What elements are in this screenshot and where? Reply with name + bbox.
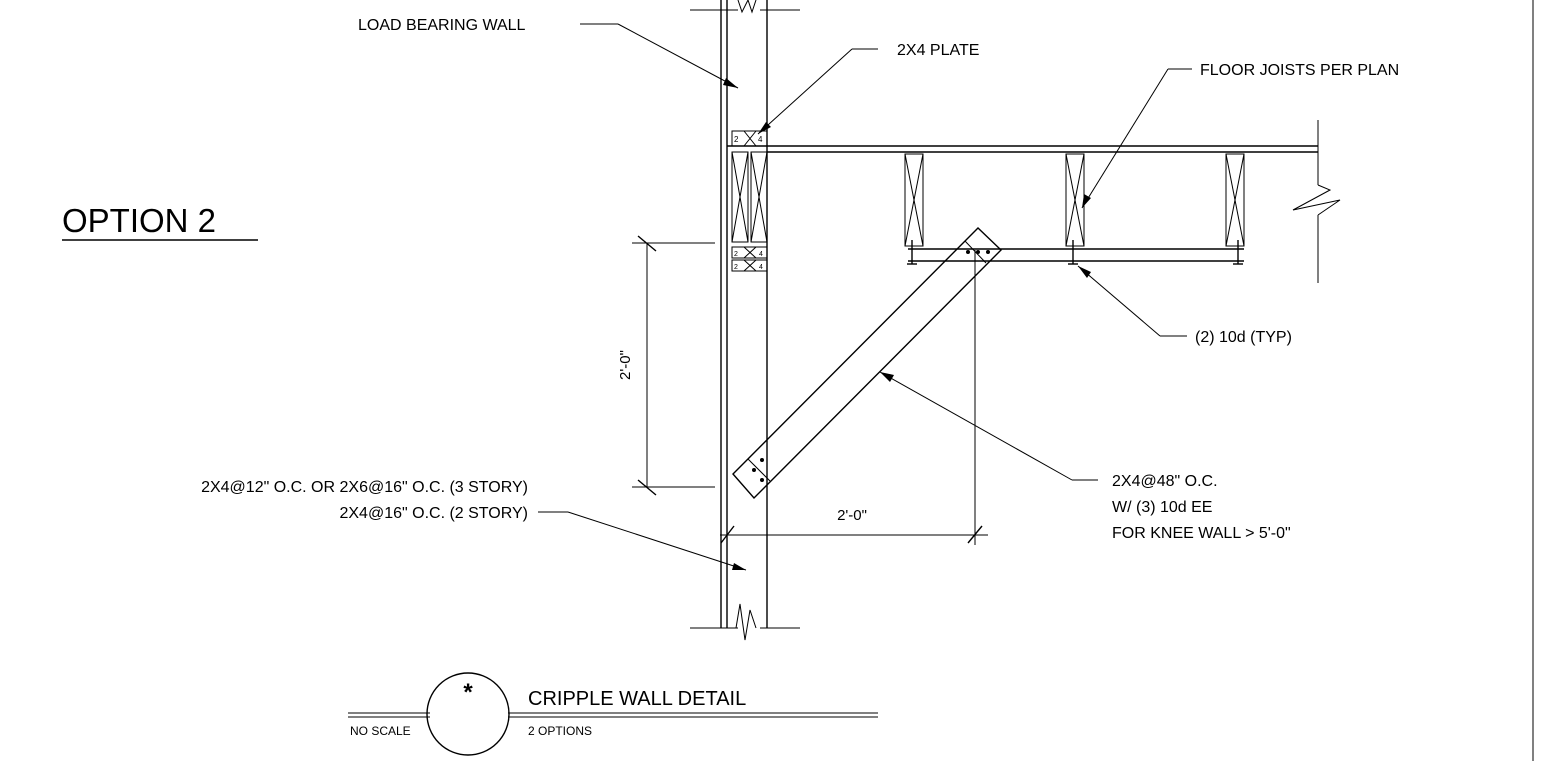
detail-title-block: * CRIPPLE WALL DETAIL 2 OPTIONS NO SCALE <box>348 672 878 756</box>
studs-label-line1: 2X4@12" O.C. OR 2X6@16" O.C. (3 STORY) <box>201 479 528 496</box>
nails-label: (2) 10d (TYP) <box>1195 329 1292 346</box>
option-label: OPTION 2 <box>62 202 216 239</box>
wall-blocking <box>731 151 768 243</box>
svg-text:2: 2 <box>734 264 738 271</box>
load-bearing-wall <box>690 0 800 641</box>
plate-label: 2X4 PLATE <box>897 42 979 59</box>
option-heading: OPTION 2 <box>62 202 258 241</box>
svg-text:2: 2 <box>734 251 738 258</box>
plate-tag-b: 4 <box>758 135 763 144</box>
floor-joists-label: FLOOR JOISTS PER PLAN <box>1200 62 1399 79</box>
svg-text:4: 4 <box>759 264 763 271</box>
callout-nails: (2) 10d (TYP) <box>1077 265 1292 346</box>
plate-tag-a: 2 <box>734 135 739 144</box>
callout-studs: 2X4@12" O.C. OR 2X6@16" O.C. (3 STORY) 2… <box>201 479 747 571</box>
horizontal-dimension-label: 2'-0" <box>837 507 867 524</box>
detail-subtitle: 2 OPTIONS <box>528 724 592 738</box>
callout-load-bearing-wall: LOAD BEARING WALL <box>358 17 739 89</box>
svg-text:4: 4 <box>759 251 763 258</box>
horizontal-dimension: 2'-0" <box>720 250 988 545</box>
brace-label-line3: FOR KNEE WALL > 5'-0" <box>1112 525 1291 542</box>
knee-brace <box>732 227 1003 500</box>
vertical-dimension-label: 2'-0" <box>617 350 634 380</box>
top-plate: 2 4 <box>731 130 768 147</box>
vertical-dimension: 2'-0" <box>617 235 715 496</box>
detail-name: CRIPPLE WALL DETAIL <box>528 688 746 710</box>
detail-bubble <box>426 672 510 756</box>
callout-floor-joists: FLOOR JOISTS PER PLAN <box>1081 62 1399 209</box>
double-plate: 2 4 2 4 <box>731 246 768 272</box>
detail-marker: * <box>463 679 473 706</box>
callout-plate: 2X4 PLATE <box>757 42 979 135</box>
studs-label-line2: 2X4@16" O.C. (2 STORY) <box>339 505 528 522</box>
load-bearing-wall-label: LOAD BEARING WALL <box>358 17 526 34</box>
callout-brace: 2X4@48" O.C. W/ (3) 10d EE FOR KNEE WALL… <box>879 371 1291 542</box>
brace-label-line1: 2X4@48" O.C. <box>1112 473 1218 490</box>
brace-label-line2: W/ (3) 10d EE <box>1112 499 1212 516</box>
floor-framing <box>727 120 1341 283</box>
scale-note: NO SCALE <box>350 724 411 738</box>
